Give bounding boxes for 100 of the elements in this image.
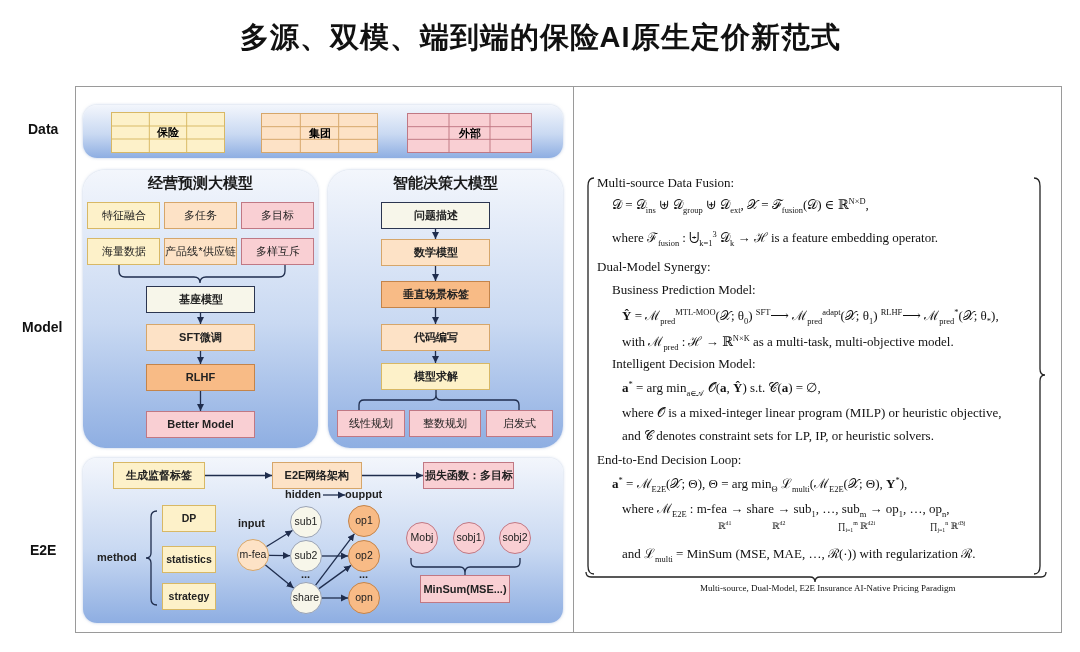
text-label: oupput — [345, 488, 387, 502]
data-table — [407, 113, 532, 153]
formula-text: with ℳ$_{pred}$ : ℋ → ℝ$^{N×K}$ as a multi-task, multi-objective model. — [622, 332, 954, 352]
node-label: 垂直场景标签 — [402, 288, 469, 301]
circle-node — [453, 522, 485, 554]
formula-text: a$^{*}$ = ℳ$_{E2E}$(𝒳; Θ), Θ = arg min$_{Θ}$ ℒ$_{multi}$(ℳ$_{E2E}$(𝒳; Θ), Y$^{*}$), — [612, 474, 908, 494]
node-label: Better Model — [167, 418, 234, 431]
node-label: 基座模型 — [178, 293, 223, 306]
process-box — [162, 546, 216, 573]
circle-node — [406, 522, 438, 554]
panel-background — [328, 170, 563, 448]
process-box — [381, 202, 490, 229]
formula-text: End-to-End Decision Loop: — [597, 452, 742, 468]
node-label: MinSum(MSE...) — [423, 582, 507, 596]
circle-node — [348, 582, 380, 614]
node-label: m-fea — [239, 549, 267, 561]
process-box — [87, 238, 160, 265]
process-box — [420, 575, 510, 603]
node-label: 启发式 — [503, 417, 536, 430]
node-label: sobj2 — [502, 532, 528, 544]
table-label: 集团 — [308, 126, 331, 140]
text-label: hidden — [285, 488, 323, 502]
process-box — [146, 324, 255, 351]
formula-text: ℝ$^{d2}$ — [772, 520, 786, 531]
text-label: ... — [301, 568, 311, 580]
process-box — [146, 411, 255, 438]
arrow — [318, 564, 352, 590]
process-box — [381, 281, 490, 308]
formula-text: Dual-Model Synergy: — [597, 259, 711, 275]
circle-node — [348, 505, 380, 537]
node-label: 多目标 — [261, 209, 294, 222]
circle-node — [499, 522, 531, 554]
diagram-title: 多源、双模、端到端的保险AI原生定价新范式 — [238, 20, 842, 55]
arrow — [432, 350, 439, 364]
arrow — [361, 472, 424, 479]
arrow — [432, 307, 439, 325]
text-label: ... — [359, 568, 369, 580]
formula-text: Business Prediction Model: — [612, 282, 756, 298]
circle-node — [348, 540, 380, 572]
node-label: share — [292, 592, 320, 604]
arrow — [322, 491, 346, 499]
formula-text: Ŷ = ℳ$_{pred}$$^{MTL-MOO}$(𝒳; θ$_{0}$) $^{SFT}$⟶ ℳ$_{pred}$$^{adapt}$(𝒳; θ$_{1}$) $^{RLHF}$⟶ ℳ$_{pred}$$^{*}$(𝒳; θ$_{*}$), — [622, 306, 999, 326]
formula-text: 𝒟 = 𝒟$_{ins}$ ⊎ 𝒟$_{group}$ ⊎ 𝒟$_{ext}$, 𝒳 = ℱ$_{fusion}$(𝒟) ∈ ℝ$^{N×D}$, — [612, 196, 869, 215]
process-box — [113, 462, 205, 489]
panel-background — [83, 458, 563, 623]
table-label: 外部 — [458, 126, 481, 140]
node-label: 生成监督标签 — [126, 469, 192, 482]
process-box — [272, 462, 362, 489]
caption: Multi-source, Dual-Model, E2E Insurance AI-Native Pricing Paradigm — [700, 583, 956, 593]
node-label: 问题描述 — [413, 209, 458, 222]
process-box — [381, 363, 490, 390]
node-label: sub2 — [294, 550, 318, 562]
arrow — [197, 312, 204, 325]
text-label: input — [238, 517, 265, 529]
process-box — [423, 462, 514, 489]
node-label: Mobj — [410, 532, 434, 544]
process-box — [162, 583, 216, 610]
arrow — [197, 390, 204, 412]
node-label: sub1 — [294, 516, 318, 528]
node-label: sobj1 — [456, 532, 482, 544]
process-box — [409, 410, 481, 437]
node-label: 损失函数：多目标 — [424, 469, 513, 482]
formula-text: where ℱ$_{fusion}$ : ⨄$_{k=1}$$^{3}$ 𝒟$_{k}$ → ℋ is a feature embedding operator. — [612, 228, 938, 248]
formula-text: ∏$_{i=1}$$^{m}$ ℝ$^{d2i}$ — [838, 520, 875, 533]
node-label: 代码编写 — [413, 331, 458, 344]
node-label: 整数规划 — [423, 417, 467, 430]
row-label: Data — [28, 121, 59, 137]
process-box — [381, 324, 490, 351]
process-box — [337, 410, 405, 437]
arrow — [265, 529, 294, 548]
node-label: 多样互斥 — [255, 245, 300, 258]
arrow — [432, 228, 439, 240]
text-label: method — [97, 551, 137, 563]
node-label: SFT微调 — [179, 331, 222, 344]
node-label: 海量数据 — [101, 245, 146, 258]
formula-text: and 𝒞 denotes constraint sets for LP, IP, or heuristic solvers. — [622, 428, 934, 444]
formula-text: Intelligent Decision Model: — [612, 356, 756, 372]
node-label: 产品线*供应链 — [165, 245, 236, 258]
process-box — [146, 286, 255, 313]
arrow — [315, 533, 355, 586]
panel-title: 经营预测大模型 — [147, 174, 254, 193]
process-box — [164, 238, 237, 265]
circle-node — [290, 540, 322, 572]
node-label: RLHF — [185, 371, 216, 384]
process-box — [486, 410, 553, 437]
formula-text: ℝ$^{d1}$ — [718, 520, 732, 531]
process-box — [162, 505, 216, 532]
row-label: E2E — [30, 542, 57, 558]
circle-node — [237, 539, 269, 571]
node-label: opn — [355, 592, 373, 604]
row-label: Model — [22, 319, 63, 335]
node-label: strategy — [168, 590, 210, 603]
circle-node — [290, 582, 322, 614]
process-box — [381, 239, 490, 266]
node-label: 特征融合 — [101, 209, 146, 222]
node-label: 数学模型 — [413, 246, 458, 259]
process-box — [164, 202, 237, 229]
formula-text: where ℳ$_{E2E}$ : m-fea → share → sub$_{1}$, …, sub$_{m}$ → op$_{1}$, …, op$_{n}$, — [622, 500, 950, 519]
arrow — [321, 552, 349, 560]
arrow — [204, 472, 273, 479]
